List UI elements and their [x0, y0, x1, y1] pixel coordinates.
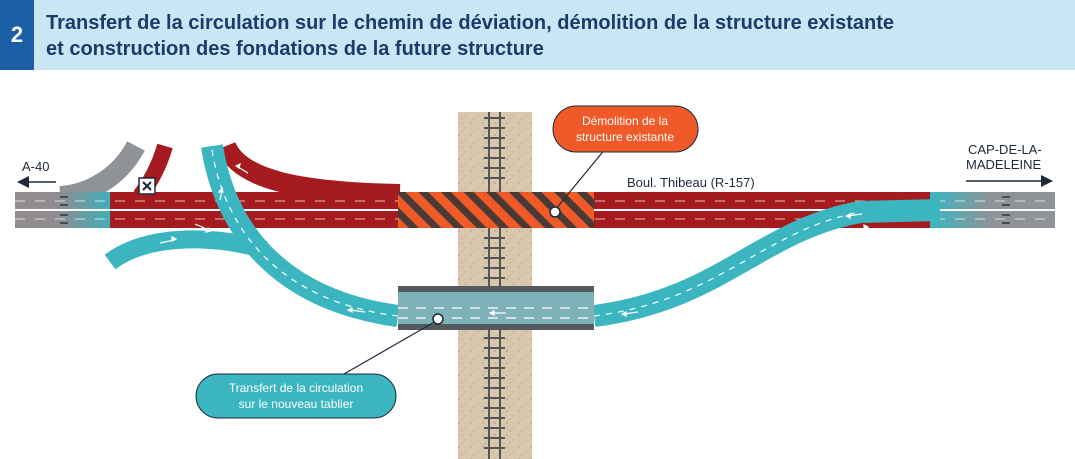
demolition-zone: [398, 192, 594, 228]
grey-ramp-top-left: [59, 140, 145, 206]
transfer-callout-bubble: [195, 373, 397, 419]
detour-lane-markings: [211, 149, 861, 317]
step-number-badge: 2: [0, 0, 34, 70]
demolition-pointer-dot: [549, 206, 561, 218]
step-title-line-2: et construction des fondations de la fut…: [46, 38, 544, 60]
demolition-callout-line-2: structure existante: [576, 130, 674, 144]
transfer-callout-line-2: sur le nouveau tablier: [239, 397, 354, 411]
lane-arrows: [60, 196, 1010, 224]
demolition-callout-bubble: [552, 105, 699, 153]
right-destination-line-1: CAP-DE-LA-: [968, 142, 1042, 157]
left-destination: A-40: [17, 159, 56, 188]
transfer-callout: Transfert de la circulation sur le nouve…: [195, 313, 444, 419]
transfer-callout-line-1: Transfert de la circulation: [229, 381, 363, 395]
step-title-line-1: Transfert de la circulation sur le chemi…: [46, 12, 895, 34]
closed-x-icon: [138, 177, 156, 195]
flow-arrows: [141, 162, 870, 317]
demolition-callout: Démolition de la structure existante: [549, 105, 699, 218]
right-destination-line-2: MADELEINE: [966, 157, 1041, 172]
railway-ties: [484, 117, 505, 449]
right-destination: CAP-DE-LA- MADELEINE: [966, 142, 1053, 187]
step-header: 2 Transfert de la circulation sur le che…: [0, 0, 1075, 70]
left-destination-label: A-40: [22, 159, 49, 174]
closed-ramps: [133, 141, 401, 204]
step-title: Transfert de la circulation sur le chemi…: [46, 10, 1056, 62]
demolition-callout-line-1: Démolition de la: [582, 114, 668, 128]
railway-corridor: [458, 112, 532, 459]
transfer-pointer-dot: [432, 313, 444, 325]
road-name-label: Boul. Thibeau (R-157): [627, 175, 755, 190]
traffic-diagram: A-40 CAP-DE-LA- MADELEINE Boul. Thibeau …: [15, 105, 1055, 459]
new-deck: [398, 286, 594, 330]
